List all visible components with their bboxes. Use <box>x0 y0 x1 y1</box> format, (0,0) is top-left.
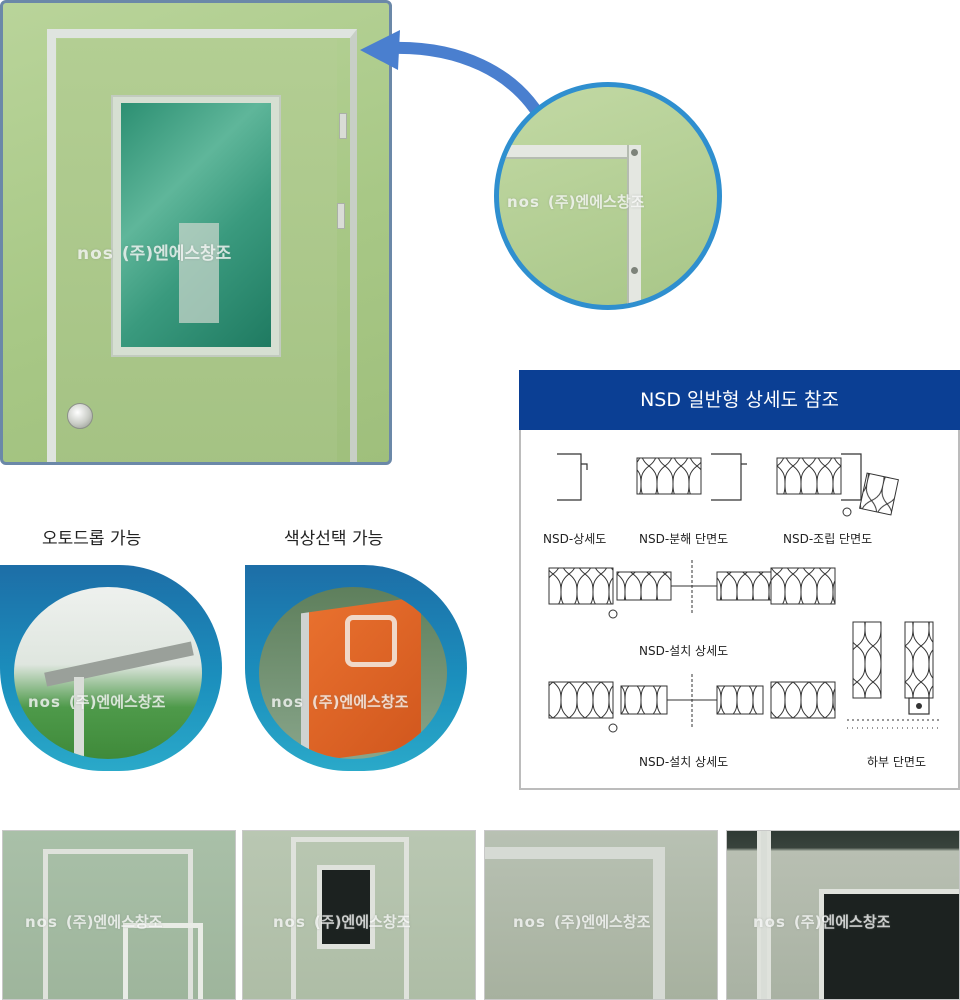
detail-body: NSD-상세도 NSD-분해 단면도 NSD-조립 단면도 NSD-설치 상세도… <box>519 430 960 790</box>
watermark: nos(주)엔에스창조 <box>753 913 891 931</box>
watermark: nos(주)엔에스창조 <box>77 244 232 264</box>
thumb-window <box>123 923 203 999</box>
watermark: nos(주)엔에스창조 <box>513 913 651 931</box>
screw-icon <box>631 149 638 156</box>
color-photo: nos(주)엔에스창조 <box>245 565 467 771</box>
color-photo-inner: nos(주)엔에스창조 <box>259 587 447 759</box>
hinge-top <box>339 113 347 139</box>
watermark: nos(주)엔에스창조 <box>507 193 645 211</box>
door-window-glass <box>121 103 271 347</box>
caption-jorip: NSD-조립 단면도 <box>783 532 873 546</box>
thumb-frame <box>485 847 665 999</box>
watermark: nos(주)엔에스창조 <box>25 913 163 931</box>
caption-sangsedo: NSD-상세도 <box>543 532 607 546</box>
detail-drawings <box>548 453 941 733</box>
thumb-window <box>819 889 959 999</box>
watermark: nos(주)엔에스창조 <box>28 693 166 711</box>
watermark: nos(주)엔에스창조 <box>273 913 411 931</box>
thumbnail-1: nos(주)엔에스창조 <box>2 830 236 1000</box>
caption-bunhae: NSD-분해 단면도 <box>639 532 729 546</box>
install-detail-drawing-1 <box>548 560 836 619</box>
install-detail-drawing-2 <box>548 674 836 733</box>
zoom-frame-side <box>627 145 641 305</box>
thumbnail-4: nos(주)엔에스창조 <box>726 830 960 1000</box>
orange-door-window <box>345 615 397 667</box>
door-frame <box>47 29 357 462</box>
door-photo: nos(주)엔에스창조 <box>0 0 392 465</box>
feature-label-color: 색상선택 가능 <box>284 529 384 549</box>
hinge-middle <box>337 203 345 229</box>
thumbnail-2: nos(주)엔에스창조 <box>242 830 476 1000</box>
frame-detail-zoom: nos(주)엔에스창조 <box>494 82 722 310</box>
caption-seolchi-2: NSD-설치 상세도 <box>639 755 729 769</box>
autodrop-photo: nos(주)엔에스창조 <box>0 565 222 771</box>
detail-title: NSD 일반형 상세도 참조 <box>519 370 960 430</box>
thumb-frame <box>291 837 409 999</box>
door-knob <box>67 403 93 429</box>
thumb-frame <box>757 831 771 999</box>
thumbnail-3: nos(주)엔에스창조 <box>484 830 718 1000</box>
watermark: nos(주)엔에스창조 <box>271 693 409 711</box>
caption-habu: 하부 단면도 <box>867 755 927 769</box>
autodrop-rail <box>44 641 194 687</box>
thumb-window <box>317 865 375 949</box>
caption-seolchi-1: NSD-설치 상세도 <box>639 644 729 658</box>
autodrop-post <box>74 677 84 759</box>
exploded-section-drawing <box>636 453 747 501</box>
detail-drawing-panel: NSD 일반형 상세도 참조 <box>519 370 960 790</box>
screw-icon <box>631 267 638 274</box>
zoom-frame-top <box>499 145 639 159</box>
feature-label-autodrop: 오토드롭 가능 <box>42 529 142 549</box>
assembled-section-drawing <box>776 453 899 517</box>
profile-drawing <box>557 453 588 501</box>
autodrop-photo-inner: nos(주)엔에스창조 <box>14 587 202 759</box>
bottom-section-drawing <box>847 621 941 729</box>
